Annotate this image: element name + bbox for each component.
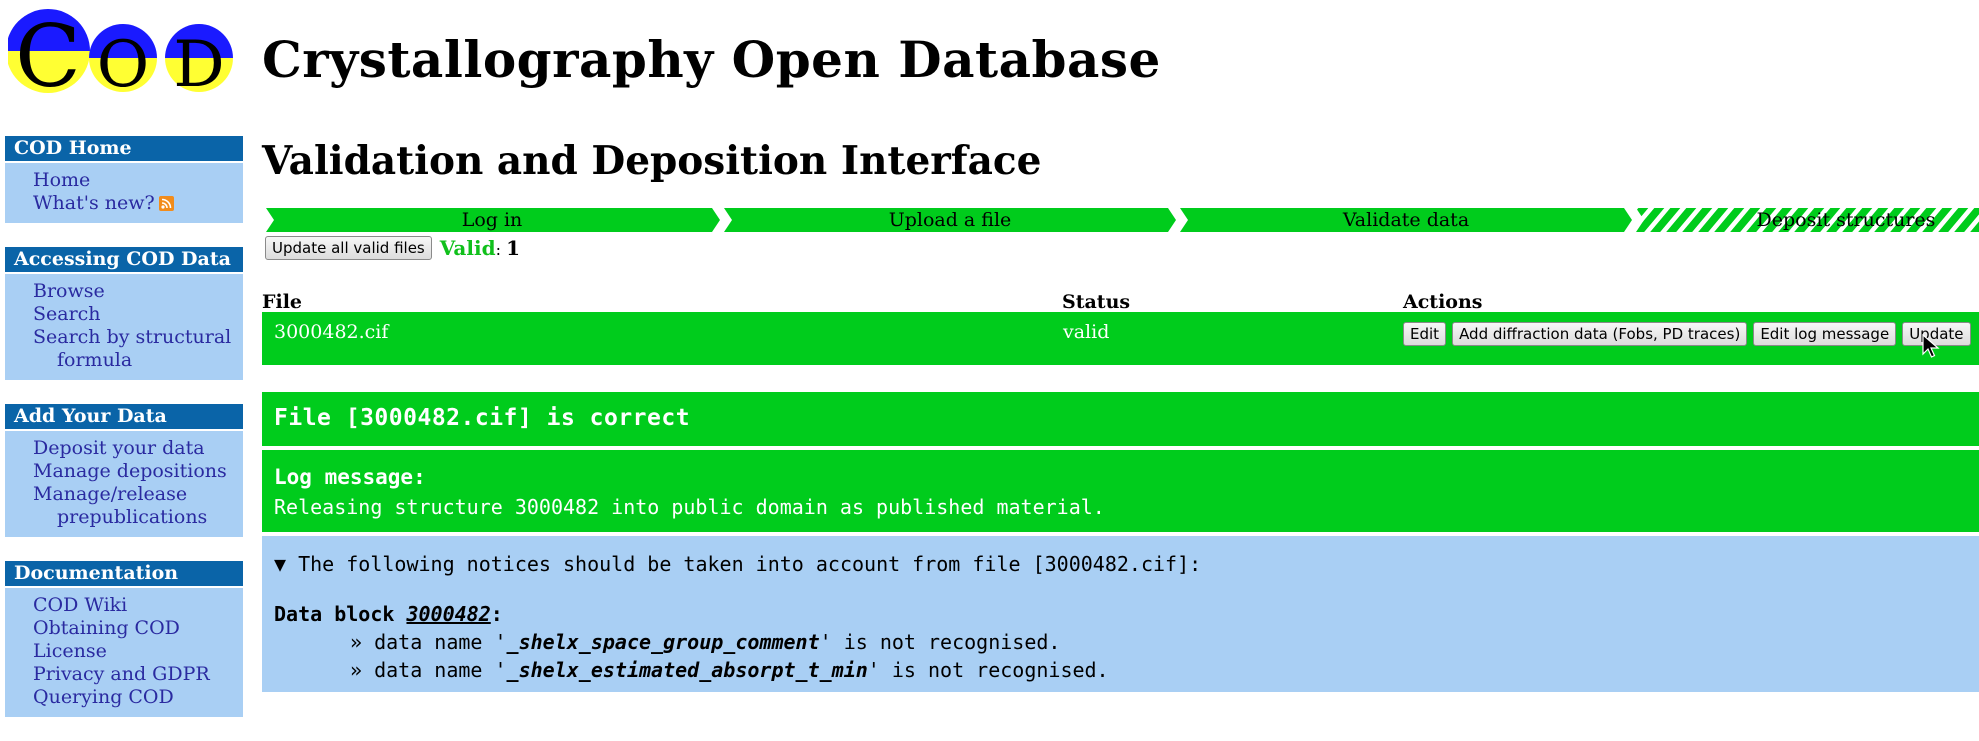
nav-section-cod-home: COD Home Home What's new? [5, 136, 243, 223]
edit-log-message-button[interactable]: Edit log message [1753, 322, 1897, 346]
step-shape-deposit [1636, 208, 1979, 232]
column-header-actions: Actions [1403, 291, 1483, 313]
nav-section-title: Documentation [5, 561, 243, 588]
nav-link-obtaining-cod[interactable]: Obtaining COD [33, 617, 180, 639]
nav-link-label[interactable]: Manage/release [33, 483, 188, 505]
nav-section-title: COD Home [5, 136, 243, 163]
notices-summary-text[interactable]: The following notices should be taken in… [298, 552, 1202, 576]
step-shape-login [266, 208, 720, 232]
step-shape-upload [724, 208, 1176, 232]
logo-letter-o: O [97, 28, 149, 94]
notice-line: » data name '_shelx_space_group_comment'… [350, 630, 1060, 654]
notice-suffix: ' is not recognised. [867, 658, 1109, 682]
progress-steps: Log in Upload a file Validate data Depos… [264, 206, 1979, 234]
rss-icon[interactable] [158, 196, 174, 211]
nav-link-license[interactable]: License [33, 640, 107, 662]
cod-logo[interactable]: C O D [8, 8, 238, 94]
site-title: Crystallography Open Database [262, 30, 1161, 89]
nav-section-add-data: Add Your Data Deposit your data Manage d… [5, 404, 243, 537]
data-block-name: 3000482 [406, 602, 491, 626]
notice-line: » data name '_shelx_estimated_absorpt_t_… [350, 658, 1109, 682]
step-deposit: Deposit structures [1756, 209, 1936, 231]
step-validate: Validate data [1342, 209, 1470, 231]
nav-link-label[interactable]: What's new? [33, 192, 155, 214]
table-row: 3000482.cif valid Edit Add diffraction d… [262, 312, 1979, 365]
nav-link-label-cont[interactable]: prepublications [57, 506, 208, 528]
edit-button[interactable]: Edit [1403, 322, 1447, 346]
nav-link-deposit[interactable]: Deposit your data [33, 437, 205, 459]
file-name: 3000482.cif [274, 321, 389, 343]
step-login: Log in [461, 209, 523, 231]
nav-link-querying[interactable]: Querying COD [33, 686, 174, 708]
notice-suffix: ' is not recognised. [819, 630, 1061, 654]
page-title: Validation and Deposition Interface [262, 138, 1042, 184]
nav-link-label[interactable]: Search by structural [33, 326, 232, 348]
data-block-label: Data block [274, 602, 395, 626]
log-message-panel: Log message: Releasing structure 3000482… [262, 450, 1979, 532]
valid-label: Valid [439, 236, 496, 260]
nav-link-label-cont[interactable]: formula [57, 349, 133, 371]
nav-link-manage-depositions[interactable]: Manage depositions [33, 460, 227, 482]
nav-link-cod-wiki[interactable]: COD Wiki [33, 594, 128, 616]
log-message-text: Releasing structure 3000482 into public … [274, 495, 1105, 519]
valid-count: 1 [506, 236, 520, 260]
add-diffraction-data-button[interactable]: Add diffraction data (Fobs, PD traces) [1452, 322, 1748, 346]
column-header-status: Status [1062, 291, 1131, 313]
step-shape-validate [1180, 208, 1632, 232]
nav-link-privacy[interactable]: Privacy and GDPR [33, 663, 210, 685]
disclosure-triangle-icon[interactable]: ▼ [274, 552, 287, 576]
notices-panel: ▼ The following notices should be taken … [262, 536, 1979, 692]
nav-link-home[interactable]: Home [33, 169, 91, 191]
step-upload: Upload a file [888, 209, 1012, 231]
nav-link-browse[interactable]: Browse [33, 280, 105, 302]
update-all-valid-button[interactable]: Update all valid files [265, 236, 432, 260]
notice-data-name: _shelx_estimated_absorpt_t_min [506, 658, 868, 682]
progress-steps-bar [266, 208, 1979, 232]
valid-summary: Valid: 1 [440, 236, 520, 260]
notices-summary[interactable]: ▼ The following notices should be taken … [274, 552, 1201, 576]
row-actions: Edit Add diffraction data (Fobs, PD trac… [1403, 322, 1971, 346]
update-all-row: Update all valid files Valid: 1 [265, 236, 520, 260]
log-message-title: Log message: [274, 465, 426, 489]
nav-section-title: Add Your Data [5, 404, 243, 431]
file-correct-text: File [3000482.cif] is correct [274, 405, 691, 431]
nav-section-accessing: Accessing COD Data Browse Search Search … [5, 247, 243, 380]
valid-separator: : [495, 240, 501, 259]
logo-letter-d: D [173, 28, 224, 94]
file-correct-panel: File [3000482.cif] is correct [262, 392, 1979, 446]
nav-link-search[interactable]: Search [33, 303, 101, 325]
mouse-cursor-icon [1922, 334, 1940, 358]
column-header-file: File [262, 291, 303, 313]
notice-data-name: _shelx_space_group_comment [506, 630, 820, 654]
nav-section-title: Accessing COD Data [5, 247, 243, 274]
file-status: valid [1063, 321, 1110, 343]
data-block-heading: Data block 3000482: [274, 602, 503, 626]
notice-prefix: » data name ' [350, 630, 507, 654]
notice-prefix: » data name ' [350, 658, 507, 682]
sidebar: COD Home Home What's new? Accessing COD … [5, 136, 243, 741]
nav-section-documentation: Documentation COD Wiki Obtaining COD Lic… [5, 561, 243, 717]
nav-link-whats-new[interactable]: What's new? [33, 192, 243, 215]
logo-letter-c: C [15, 8, 81, 94]
